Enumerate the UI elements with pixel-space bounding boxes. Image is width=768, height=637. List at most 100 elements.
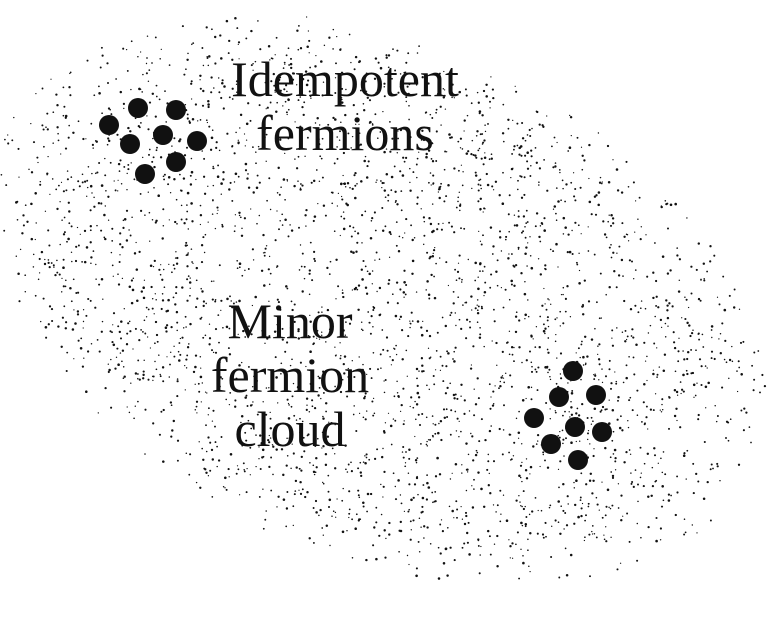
cloud-speck: [589, 443, 591, 445]
cloud-speck: [306, 404, 308, 406]
cloud-speck: [540, 221, 543, 225]
cloud-speck: [138, 87, 141, 91]
cloud-speck: [439, 105, 442, 108]
cloud-speck: [665, 299, 668, 302]
cloud-speck: [268, 441, 271, 444]
cloud-speck: [211, 349, 213, 352]
cloud-speck: [620, 519, 623, 522]
cloud-speck: [637, 218, 639, 221]
cloud-speck: [387, 412, 390, 414]
cloud-speck: [403, 296, 405, 298]
cloud-speck: [277, 317, 280, 320]
cloud-speck: [509, 557, 511, 559]
cloud-speck: [404, 232, 406, 234]
cloud-speck: [144, 332, 147, 335]
cloud-speck: [676, 394, 679, 396]
cloud-speck: [477, 538, 480, 541]
cloud-speck: [444, 392, 448, 395]
cloud-speck: [718, 338, 720, 340]
cloud-speck: [679, 426, 682, 429]
cloud-speck: [99, 66, 102, 69]
cloud-speck: [380, 180, 382, 182]
cloud-speck: [387, 54, 391, 57]
cloud-speck: [652, 271, 655, 274]
cloud-speck: [594, 213, 598, 216]
cloud-speck: [117, 179, 119, 181]
cloud-speck: [375, 557, 378, 561]
cloud-speck: [554, 410, 556, 412]
cloud-speck: [316, 330, 319, 332]
cloud-speck: [431, 160, 435, 163]
cloud-speck: [220, 299, 223, 302]
cloud-speck: [517, 431, 521, 435]
cloud-speck: [515, 543, 517, 546]
cloud-speck: [477, 397, 480, 400]
cloud-speck: [30, 237, 34, 241]
cloud-speck: [359, 471, 362, 474]
cloud-speck: [87, 166, 90, 168]
cloud-speck: [199, 74, 202, 78]
cloud-speck: [449, 136, 452, 139]
cloud-speck: [564, 547, 567, 550]
cloud-speck: [154, 320, 158, 324]
cloud-speck: [150, 285, 153, 289]
cloud-speck: [48, 266, 51, 269]
cloud-speck: [268, 465, 271, 469]
cloud-speck: [682, 350, 684, 352]
cloud-speck: [206, 392, 208, 394]
cloud-speck: [366, 510, 369, 513]
cloud-speck: [211, 298, 214, 301]
cloud-speck: [408, 563, 410, 566]
cloud-speck: [212, 165, 214, 168]
cloud-speck: [339, 430, 341, 432]
cloud-speck: [177, 350, 180, 353]
cloud-speck: [187, 52, 189, 55]
cloud-speck: [216, 465, 218, 468]
cloud-speck: [139, 192, 142, 195]
cloud-speck: [484, 152, 486, 154]
cloud-speck: [202, 175, 206, 178]
cloud-speck: [287, 137, 290, 140]
cloud-speck: [432, 252, 434, 255]
cloud-speck: [412, 496, 415, 499]
cloud-speck: [358, 496, 361, 499]
cloud-speck: [119, 337, 123, 340]
cloud-speck: [571, 252, 574, 256]
cloud-speck: [207, 414, 209, 416]
cloud-speck: [371, 216, 374, 220]
cloud-speck: [695, 472, 698, 476]
cloud-speck: [454, 312, 457, 314]
cloud-speck: [649, 324, 652, 327]
cloud-speck: [229, 391, 232, 394]
cloud-speck: [643, 423, 646, 426]
cloud-speck: [379, 131, 382, 133]
cloud-speck: [555, 242, 558, 246]
cloud-speck: [181, 286, 184, 289]
cloud-speck: [368, 99, 372, 102]
cloud-speck: [308, 335, 311, 339]
cloud-speck: [364, 461, 367, 465]
cloud-speck: [448, 221, 451, 224]
cloud-speck: [492, 189, 495, 191]
cloud-speck: [453, 167, 456, 170]
cloud-speck: [324, 402, 328, 405]
cloud-speck: [578, 252, 580, 255]
cloud-speck: [269, 437, 272, 439]
cloud-speck: [396, 203, 399, 206]
cloud-speck: [258, 181, 261, 184]
cloud-speck: [577, 414, 581, 417]
cloud-speck: [245, 491, 248, 494]
cloud-speck: [435, 262, 437, 265]
fermion-dot: [565, 417, 585, 437]
cloud-speck: [425, 138, 428, 141]
cloud-speck: [653, 342, 656, 345]
cloud-speck: [318, 376, 321, 380]
cloud-speck: [523, 193, 526, 196]
cloud-speck: [547, 325, 550, 328]
cloud-speck: [214, 328, 218, 331]
cloud-speck: [408, 104, 410, 107]
cloud-speck: [234, 214, 237, 216]
cloud-speck: [460, 164, 463, 166]
cloud-speck: [411, 259, 415, 263]
cloud-speck: [279, 308, 282, 311]
